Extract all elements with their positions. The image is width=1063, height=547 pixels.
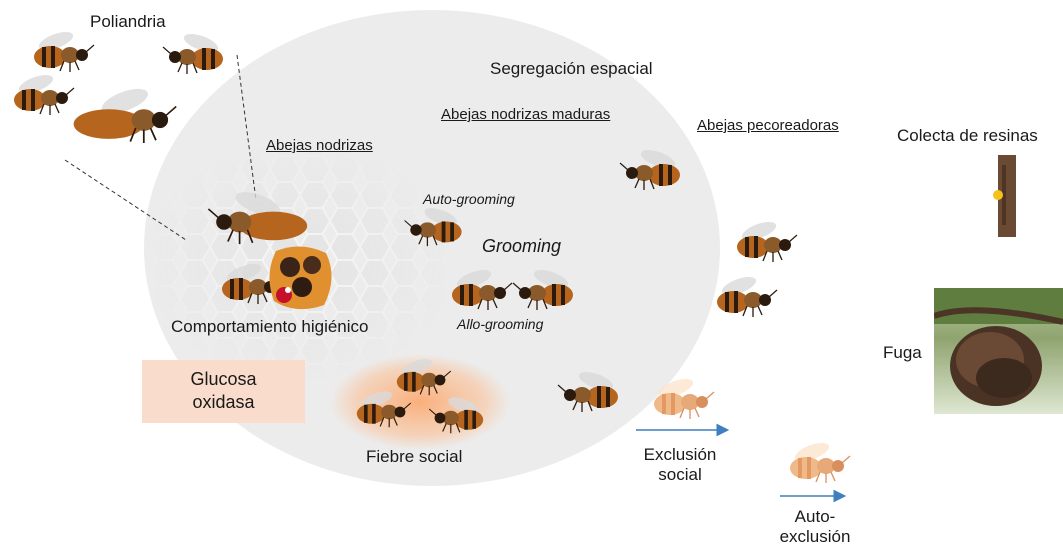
- self-exclusion-line1: Auto-: [795, 507, 836, 526]
- resin-collection-image: [918, 155, 1028, 237]
- social-exclusion-line2: social: [658, 465, 701, 484]
- bee-icon: [357, 388, 411, 427]
- social-exclusion-label: Exclusión social: [630, 445, 730, 484]
- polyandry-label: Poliandria: [90, 12, 166, 32]
- auto-grooming-label: Auto-grooming: [423, 191, 515, 207]
- brood-comb-icon: [266, 243, 336, 313]
- hygienic-behavior-label: Comportamiento higiénico: [171, 317, 369, 337]
- resin-collection-label: Colecta de resinas: [897, 126, 1038, 146]
- social-fever-label: Fiebre social: [366, 447, 462, 467]
- swarm-photo: [934, 288, 1063, 414]
- bee-icon: [14, 71, 74, 115]
- bee-icon: [34, 28, 94, 72]
- self-exclusion-line2: exclusión: [780, 527, 851, 546]
- bee-icon: [429, 394, 483, 433]
- bee-icon: [654, 375, 714, 419]
- queen-bee-icon: [208, 187, 307, 244]
- mature-nurse-bees-label: Abejas nodrizas maduras: [441, 106, 610, 123]
- bee-icon: [513, 266, 573, 310]
- bee-icon: [397, 356, 451, 395]
- queen-bee-icon: [74, 84, 177, 143]
- self-exclusion-label: Auto- exclusión: [770, 507, 860, 546]
- bee-icon: [717, 273, 777, 317]
- bee-icon: [452, 266, 512, 310]
- forager-bees-label: Abejas pecoreadoras: [697, 117, 839, 134]
- bee-icon: [558, 368, 618, 412]
- bee-icon: [163, 30, 223, 74]
- absconding-label: Fuga: [883, 343, 922, 363]
- bee-icon: [405, 205, 462, 247]
- swarm-photo-icon: [934, 288, 1063, 414]
- resin-branch-icon: [918, 155, 1028, 237]
- bee-icon: [737, 218, 797, 262]
- bee-icon: [620, 146, 680, 190]
- grooming-label: Grooming: [482, 236, 561, 257]
- glucose-label-line1: Glucosa: [142, 360, 305, 391]
- allo-grooming-label: Allo-grooming: [457, 316, 543, 332]
- bee-icon: [790, 439, 850, 483]
- glucose-label-line2: oxidasa: [142, 391, 305, 414]
- social-exclusion-line1: Exclusión: [644, 445, 717, 464]
- nurse-bees-label: Abejas nodrizas: [266, 137, 373, 154]
- glucose-oxidase-box: Glucosa oxidasa: [142, 360, 305, 423]
- spatial-segregation-label: Segregación espacial: [490, 59, 653, 79]
